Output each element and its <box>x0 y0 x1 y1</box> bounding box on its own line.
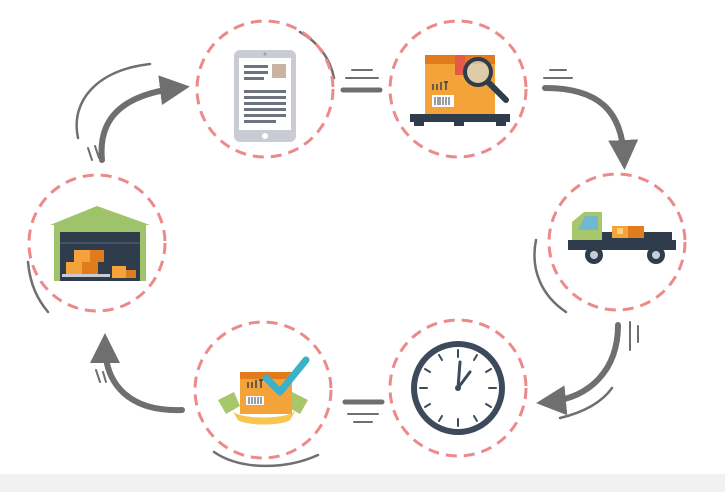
arrow-outer-arc-truck <box>533 238 568 314</box>
arrow-warehouse-to-tablet <box>98 75 190 163</box>
arrow-outer-arc-left-top <box>75 62 152 140</box>
delivery-truck-icon <box>568 212 676 264</box>
flow-arrows <box>26 30 639 468</box>
arrow-outer-arc-received <box>212 450 320 468</box>
clock-icon <box>411 341 505 435</box>
tablet-document-icon <box>234 50 296 142</box>
box-magnifier-icon <box>410 55 510 126</box>
arrow-tick <box>102 371 107 383</box>
arrow-outer-arc-tablet <box>298 30 336 80</box>
step-circles <box>27 19 687 460</box>
step-circle-truck-delivery <box>547 172 687 312</box>
step-circle-warehouse-storage <box>27 173 167 313</box>
warehouse-icon <box>50 206 150 281</box>
arrow-box-to-truck <box>542 85 639 170</box>
arrow-received-to-warehouse <box>90 333 185 414</box>
box-checkmark-icon <box>218 356 310 425</box>
arrow-tick <box>94 145 100 159</box>
arrow-tick <box>87 147 93 161</box>
step-circle-delivery-time <box>388 318 528 458</box>
step-circle-order-document <box>195 19 335 159</box>
bottom-band <box>0 474 725 492</box>
step-circle-package-inspection <box>388 19 528 159</box>
arrow-outer-arc-warehouse <box>26 260 50 314</box>
arrow-truck-to-clock <box>536 322 621 416</box>
step-circle-package-received <box>193 320 333 460</box>
arrow-tick <box>95 369 101 383</box>
arrow-outer-arc-right-bottom <box>558 386 614 420</box>
